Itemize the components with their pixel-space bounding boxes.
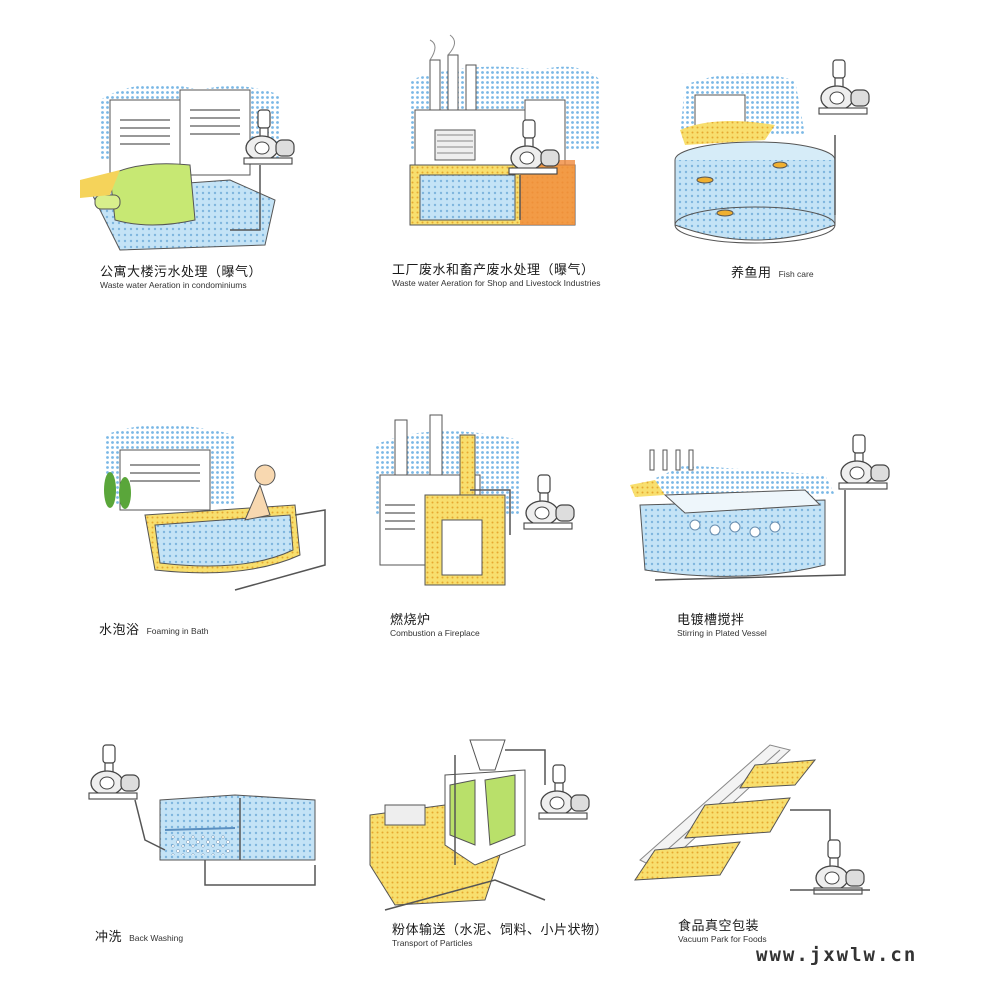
vacuum-pack-foods-illustration <box>634 744 870 895</box>
panel-title-cn: 养鱼用 <box>731 266 772 281</box>
panel-title-en: Vacuum Park for Foods <box>678 934 767 945</box>
panel-title-en: Back Washing <box>129 933 184 943</box>
panel-foaming-bath: 水泡浴 Foaming in Bath <box>95 415 335 645</box>
panel-combustion-fireplace: 燃烧炉 Combustion a Fireplace <box>370 414 610 645</box>
panel-title-cn: 工厂废水和畜产废水处理（曝气） <box>392 263 595 278</box>
panel-title-cn: 水泡浴 <box>99 623 140 638</box>
panel-title-cn: 食品真空包装 <box>678 919 760 934</box>
panel-vacuum-pack-foods: 食品真空包装 Vacuum Park for Foods <box>630 740 890 955</box>
panel-title-en: Combustion a Fireplace <box>390 628 480 639</box>
fish-care-illustration <box>674 59 870 244</box>
watermark: www.jxwlw.cn <box>756 944 918 966</box>
plated-vessel-illustration <box>630 434 890 581</box>
panel-title-en: Stirring in Plated Vessel <box>677 628 767 639</box>
panel-plated-vessel: 电镀槽搅拌 Stirring in Plated Vessel <box>625 434 905 645</box>
panel-title-cn: 冲洗 <box>95 930 123 945</box>
panel-title-cn: 燃烧炉 <box>390 613 431 628</box>
particle-transport-illustration <box>369 739 590 911</box>
panel-title-en: Fish care <box>778 269 814 279</box>
foaming-bath-illustration <box>104 425 326 591</box>
panel-title-en: Waste water Aeration for Shop and Livest… <box>392 278 601 289</box>
panel-title-cn: 粉体输送（水泥、饲料、小片状物） <box>392 923 609 938</box>
industry-aeration-illustration <box>409 34 600 226</box>
condominium-aeration-illustration <box>80 84 295 251</box>
panel-particle-transport: 粉体输送（水泥、饲料、小片状物） Transport of Particles <box>365 725 655 955</box>
panel-title-cn: 电镀槽搅拌 <box>677 613 745 628</box>
panel-title-en: Foaming in Bath <box>146 626 209 636</box>
panel-title-en: Transport of Particles <box>392 938 473 949</box>
panel-back-washing: 冲洗 Back Washing <box>85 740 345 950</box>
panel-industry-aeration: 工厂废水和畜产废水处理（曝气） Waste water Aeration for… <box>390 34 680 300</box>
panel-condominium-aeration: 公寓大楼污水处理（曝气） Waste water Aeration in con… <box>80 70 320 300</box>
combustion-fireplace-illustration <box>375 414 575 586</box>
panel-fish-care: 养鱼用 Fish care <box>665 55 905 295</box>
panel-title-cn: 公寓大楼污水处理（曝气） <box>100 265 263 280</box>
panel-title-en: Waste water Aeration in condominiums <box>100 280 247 291</box>
back-washing-illustration <box>88 744 316 886</box>
